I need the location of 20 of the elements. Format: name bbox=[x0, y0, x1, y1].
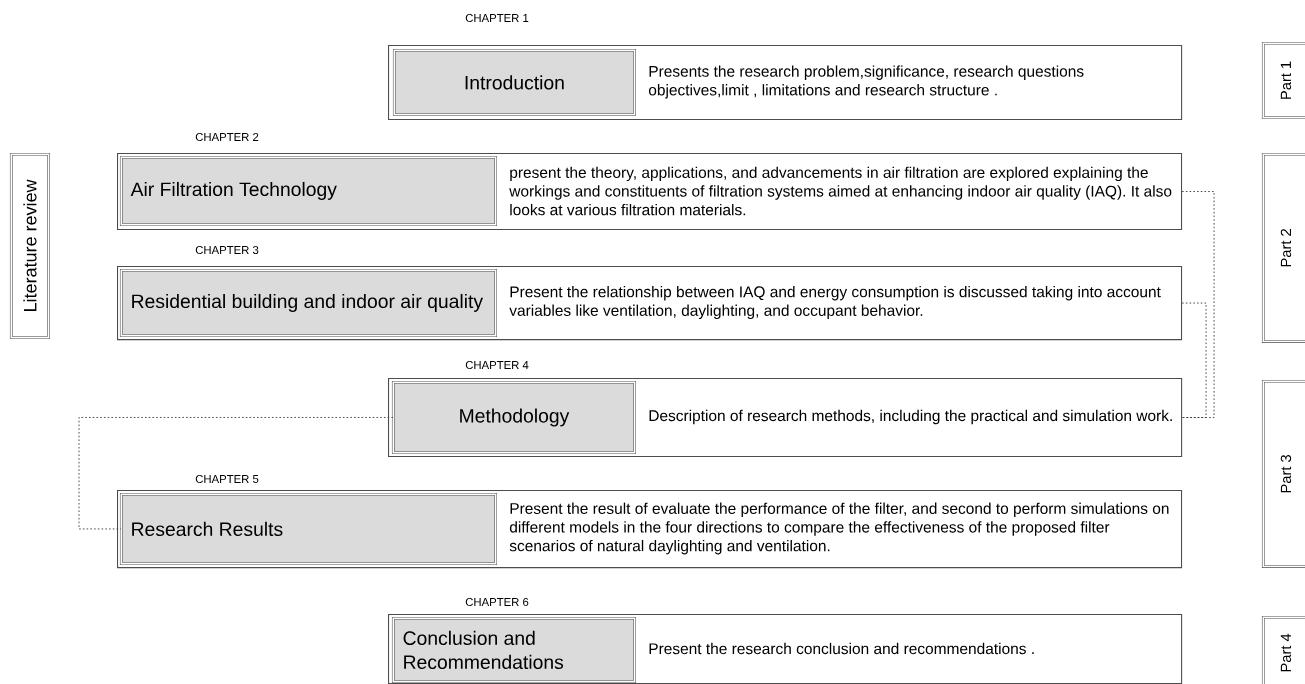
part-box: Part 2 bbox=[1261, 152, 1305, 343]
connector-line bbox=[1181, 302, 1207, 418]
part-box: Part 3 bbox=[1261, 379, 1305, 568]
title-box: Residential building and indoor air quality bbox=[119, 268, 497, 337]
connector-line bbox=[78, 417, 394, 530]
title-box: Methodology bbox=[391, 380, 636, 454]
title-box: Introduction bbox=[392, 48, 636, 116]
chapter-label: CHAPTER 3 bbox=[195, 246, 259, 254]
title-box: Research Results bbox=[119, 492, 497, 565]
chapter-label: CHAPTER 5 bbox=[195, 475, 259, 483]
chapter-label: CHAPTER 6 bbox=[465, 598, 529, 606]
section-label-box: Literature review bbox=[9, 152, 50, 339]
title-box: Air Filtration Technology bbox=[119, 155, 497, 226]
title-box: Conclusion and Recommendations bbox=[391, 616, 636, 683]
chapter-label: CHAPTER 1 bbox=[465, 14, 529, 22]
chapter-label: CHAPTER 2 bbox=[195, 133, 259, 141]
part-box: Part 1 bbox=[1261, 41, 1305, 119]
connector-line bbox=[1181, 191, 1215, 418]
part-box: Part 4 bbox=[1261, 615, 1305, 684]
chapter-label: CHAPTER 4 bbox=[465, 361, 529, 369]
